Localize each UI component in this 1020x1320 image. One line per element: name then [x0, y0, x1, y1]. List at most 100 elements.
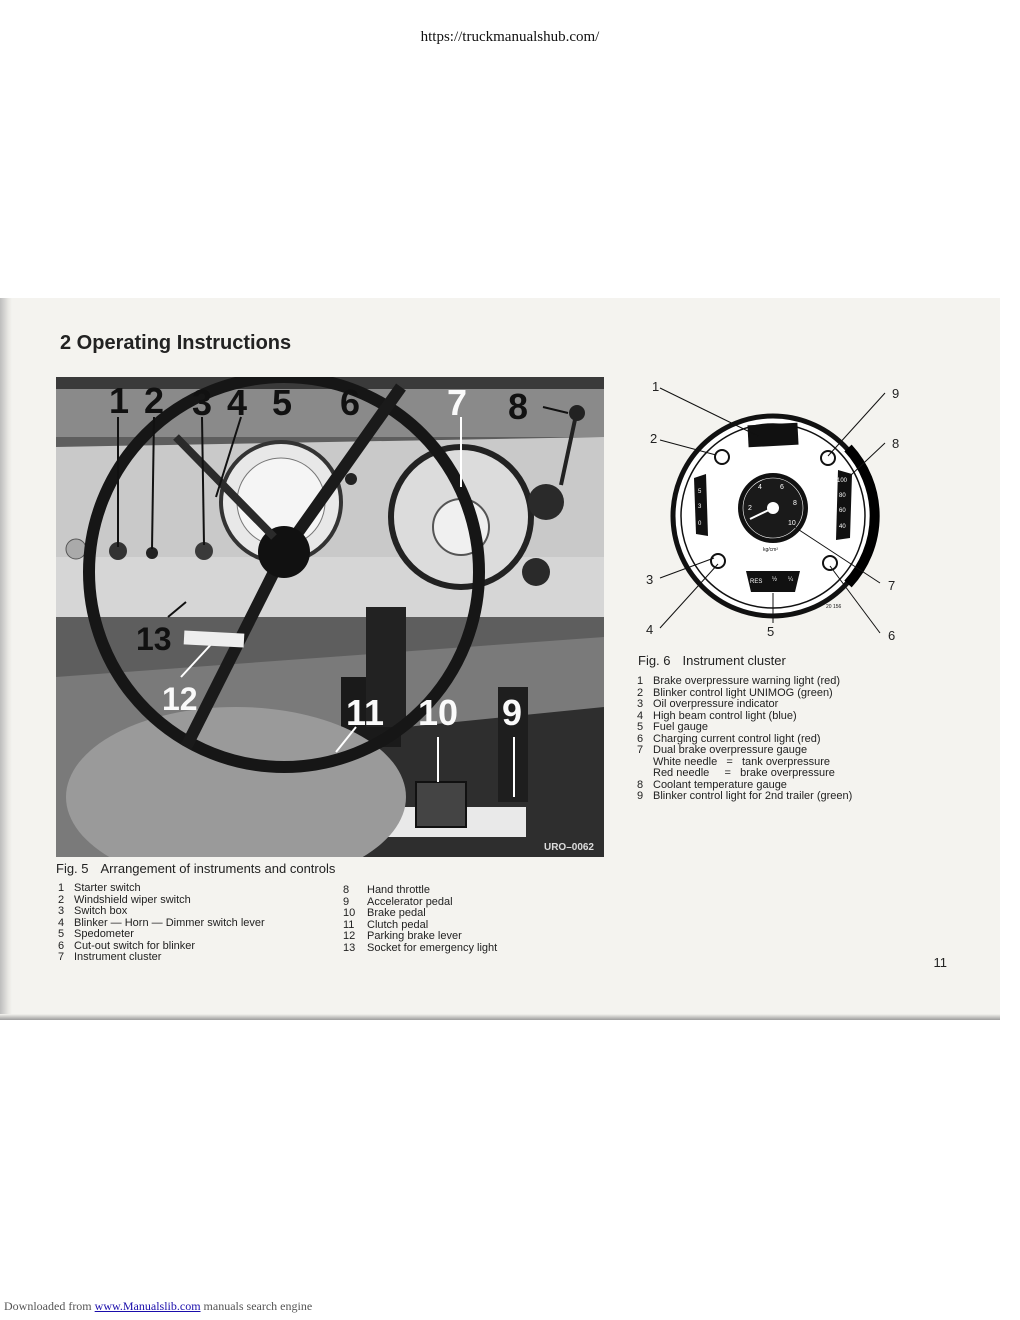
page-shadow	[0, 298, 12, 1020]
gauge-tick: 6	[780, 484, 784, 491]
legend-text: Instrument cluster	[74, 951, 162, 963]
legend-item: 3 Switch box	[58, 905, 265, 918]
legend-item: 1 Brake overpressure warning light (red)	[637, 675, 852, 688]
photo-stamp: URO–0062	[543, 842, 594, 853]
legend-item: 5 Fuel gauge	[637, 721, 852, 734]
legend-num: 2	[58, 893, 65, 906]
legend-text: Oil overpressure indicator	[653, 698, 779, 710]
page-bottom-edge	[0, 1014, 1000, 1020]
scanned-page: 2 Operating Instructions	[0, 298, 1000, 1020]
gauge-tick: 60	[839, 508, 846, 514]
fig6-callout-6: 6	[888, 628, 895, 643]
legend-item: 12 Parking brake lever	[343, 930, 497, 943]
legend-item: 1 Starter switch	[58, 882, 265, 895]
gauge-tick: RES	[750, 579, 762, 585]
fig6-caption: Fig. 6 Instrument cluster	[638, 653, 786, 668]
legend-num: 8	[343, 884, 350, 896]
legend-num: 2	[637, 686, 644, 699]
callout-6: 6	[340, 382, 361, 423]
legend-text: High beam control light (blue)	[653, 709, 797, 722]
gauge-tick: 10	[788, 520, 796, 527]
callout-1: 1	[109, 380, 130, 421]
legend-num: 6	[58, 939, 65, 952]
legend-text: Red needle = brake overpressure	[653, 767, 835, 779]
legend-text: Dual brake overpressure gauge	[653, 744, 808, 756]
gauge-tick: 2	[748, 505, 752, 512]
legend-num: 9	[343, 895, 350, 908]
gauge-unit: kg/cm²	[763, 547, 778, 553]
fig6-caption-text: Instrument cluster	[682, 653, 786, 668]
legend-text: Blinker control light UNIMOG (green)	[653, 686, 833, 699]
callout-2: 2	[144, 380, 165, 421]
gauge-tick: 100	[837, 478, 848, 484]
legend-num: 7	[637, 744, 644, 756]
legend-num: 9	[637, 790, 644, 802]
legend-item: 7 Dual brake overpressure gauge	[637, 744, 852, 757]
legend-text: Socket for emergency light	[367, 941, 498, 954]
legend-text: Brake pedal	[367, 907, 426, 919]
callout-3: 3	[192, 382, 213, 423]
fig6-callout-4: 4	[646, 622, 653, 637]
legend-text: Fuel gauge	[653, 721, 709, 733]
footer-suffix: manuals search engine	[200, 1299, 313, 1313]
legend-text: Parking brake lever	[367, 930, 462, 942]
page-url: https://truckmanualshub.com/	[420, 29, 600, 45]
fig5-label: Fig. 5	[56, 861, 89, 876]
fig6-stamp: 20 156	[826, 604, 842, 610]
legend-item: 3 Oil overpressure indicator	[637, 698, 852, 711]
legend-num: 7	[58, 951, 65, 963]
legend-num: 6	[637, 732, 644, 745]
legend-text: Blinker — Horn — Dimmer switch lever	[74, 916, 265, 929]
legend-text: Starter switch	[74, 882, 141, 894]
gauge-tick: 5	[698, 489, 702, 495]
legend-item: 2 Windshield wiper switch	[58, 893, 265, 907]
section-title: 2 Operating Instructions	[60, 332, 292, 354]
gauge-tick: 8	[793, 500, 797, 507]
callout-4: 4	[227, 382, 248, 423]
fig5-legend-left: 1 Starter switch 2 Windshield wiper switch…	[58, 882, 265, 964]
cluster-drawing: 2 4 6 8 10 kg/cm² 100 80 60 40 5 3 0 RES…	[646, 379, 899, 643]
fig6-callout-1: 1	[652, 379, 659, 394]
callout-5: 5	[272, 382, 293, 423]
legend-num: 4	[58, 916, 65, 929]
legend-num: 5	[637, 721, 644, 733]
legend-subitem: Red needle = brake overpressure	[637, 767, 852, 780]
callout-9: 9	[502, 692, 523, 733]
legend-num: 3	[637, 698, 644, 710]
legend-text: Windshield wiper switch	[74, 893, 191, 906]
legend-num: 12	[343, 930, 356, 942]
callout-8: 8	[508, 386, 529, 427]
page-number: 11	[933, 955, 948, 970]
fig6-callout-8: 8	[892, 436, 899, 451]
dashboard-photo: 1 2 3 4 5 6 7 8 9 10 11 12 13 URO–0062	[56, 377, 604, 857]
fig6-callout-7: 7	[888, 578, 895, 593]
legend-text: Spedometer	[74, 928, 134, 940]
legend-text: Coolant temperature gauge	[653, 778, 787, 791]
fig6-callout-3: 3	[646, 572, 653, 587]
fig6-callout-2: 2	[650, 431, 657, 446]
legend-text: Brake overpressure warning light (red)	[653, 675, 841, 687]
legend-num: 3	[58, 905, 65, 917]
legend-num: 1	[637, 675, 644, 687]
callout-13: 13	[136, 621, 172, 657]
gauge-tick: 40	[839, 524, 846, 530]
legend-num: 1	[58, 882, 65, 894]
fig6-label: Fig. 6	[638, 653, 671, 668]
legend-text: Switch box	[74, 905, 128, 917]
gauge-tick: 80	[839, 493, 846, 499]
fig6-callout-5: 5	[767, 624, 774, 639]
manualslib-link[interactable]: www.Manualslib.com	[94, 1299, 201, 1313]
